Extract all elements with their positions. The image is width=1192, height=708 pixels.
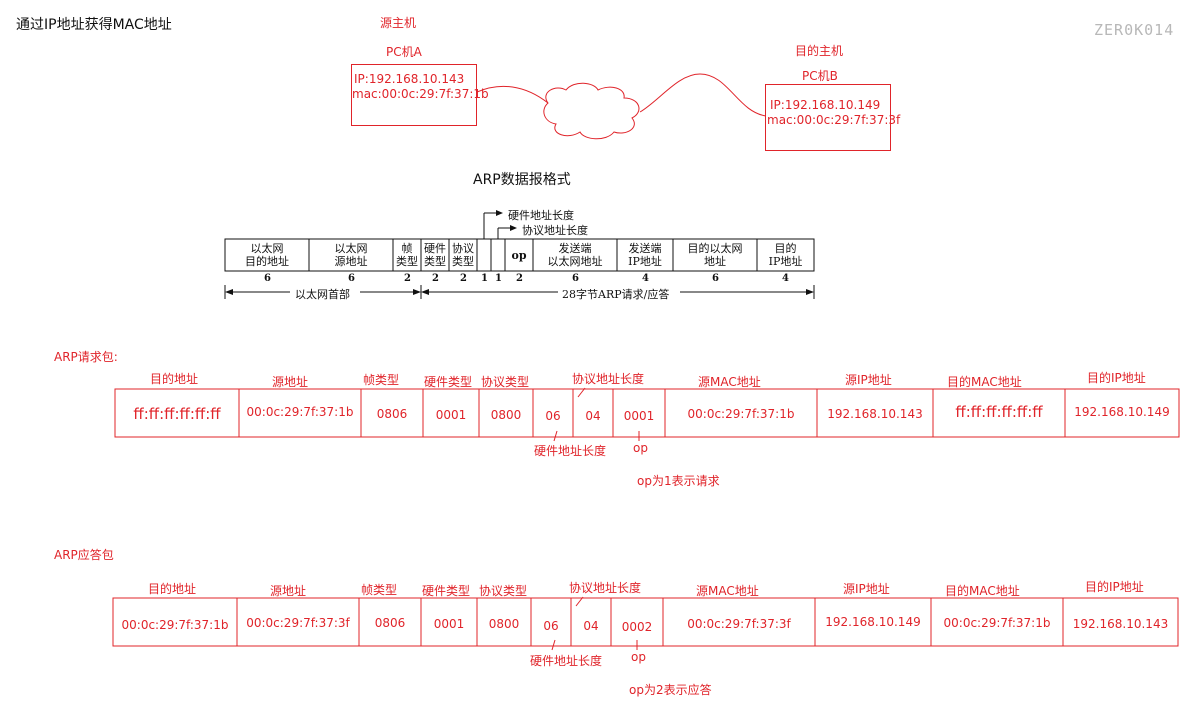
format-cell-eth-src: 以太网 源地址	[334, 242, 368, 268]
request-value-proto-len: 04	[585, 409, 601, 423]
source-host-name: PC机A	[386, 45, 422, 59]
reply-header-proto: 协议类型	[479, 584, 528, 598]
span-ethernet-header: 以太网首部	[295, 288, 350, 301]
reply-value-hw-len: 06	[543, 619, 559, 633]
reply-value-dst: 00:0c:29:7f:37:1b	[121, 618, 229, 632]
request-header-hw: 硬件类型	[424, 375, 473, 389]
request-value-op: 0001	[623, 409, 655, 423]
source-host-mac: mac:00:0c:29:7f:37:1b	[352, 87, 489, 101]
request-op-note: op为1表示请求	[637, 474, 720, 488]
request-header-proto-len: 协议地址长度	[572, 372, 645, 386]
reply-value-src-ip: 192.168.10.149	[825, 615, 921, 629]
format-cell-frame: 帧 类型	[396, 242, 418, 268]
source-host-ip: IP:192.168.10.143	[354, 72, 465, 86]
page-title: 通过IP地址获得MAC地址	[16, 17, 172, 33]
reply-value-hw: 0001	[433, 617, 465, 631]
reply-header-dst-mac: 目的MAC地址	[945, 584, 1020, 598]
request-value-hw: 0001	[435, 408, 467, 422]
reply-header-dst-ip: 目的IP地址	[1085, 580, 1144, 594]
request-header-src: 源地址	[272, 375, 309, 389]
format-cell-eth-dst: 以太网 目的地址	[245, 242, 289, 268]
request-header-proto: 协议类型	[481, 375, 530, 389]
format-cell-sender-mac: 发送端 以太网地址	[547, 242, 603, 268]
format-title: ARP数据报格式	[473, 172, 571, 188]
format-size: 1	[481, 273, 488, 284]
request-op-caption: op	[633, 441, 648, 455]
format-size: 2	[460, 273, 467, 284]
request-value-dst-ip: 192.168.10.149	[1074, 405, 1170, 419]
dest-host-box	[765, 84, 891, 151]
request-header-src-ip: 源IP地址	[845, 373, 892, 387]
format-cell-op: op	[511, 249, 527, 262]
format-size: 6	[348, 273, 355, 284]
reply-header-src-mac: 源MAC地址	[696, 584, 759, 598]
format-size: 4	[782, 273, 789, 284]
reply-hw-len-caption: 硬件地址长度	[530, 654, 603, 668]
reply-value-dst-mac: 00:0c:29:7f:37:1b	[943, 616, 1051, 630]
reply-value-proto-len: 04	[583, 619, 599, 633]
request-header-dst: 目的地址	[150, 372, 199, 386]
request-header-src-mac: 源MAC地址	[698, 375, 761, 389]
format-size: 2	[404, 273, 411, 284]
dest-host-mac: mac:00:0c:29:7f:37:3f	[767, 113, 901, 127]
request-value-src-mac: 00:0c:29:7f:37:1b	[687, 407, 795, 421]
request-value-dst-mac: ff:ff:ff:ff:ff:ff	[955, 403, 1043, 421]
reply-value-frame: 0806	[374, 616, 406, 630]
format-cell-target-ip: 目的 IP地址	[768, 242, 803, 268]
reply-op-note: op为2表示应答	[629, 683, 712, 697]
format-cell-sender-ip: 发送端 IP地址	[628, 242, 662, 268]
reply-header-hw: 硬件类型	[422, 584, 471, 598]
reply-header-proto-len: 协议地址长度	[569, 581, 642, 595]
reply-value-proto: 0800	[488, 617, 520, 631]
reply-value-src-mac: 00:0c:29:7f:37:3f	[687, 617, 791, 631]
span-arp-payload: 28字节ARP请求/应答	[562, 288, 670, 301]
format-size: 1	[495, 273, 502, 284]
source-host-box	[351, 64, 477, 126]
request-title: ARP请求包:	[54, 350, 118, 364]
format-size: 6	[712, 273, 719, 284]
format-size: 6	[572, 273, 579, 284]
request-value-src: 00:0c:29:7f:37:1b	[246, 405, 354, 419]
callout-proto-len: 协议地址长度	[522, 224, 588, 237]
dest-host-name: PC机B	[802, 69, 838, 83]
format-size: 6	[264, 273, 271, 284]
reply-header-src-ip: 源IP地址	[843, 582, 890, 596]
dest-host-label: 目的主机	[795, 44, 844, 58]
reply-value-dst-ip: 192.168.10.143	[1072, 617, 1169, 631]
reply-value-src: 00:0c:29:7f:37:3f	[246, 616, 350, 630]
reply-op-caption: op	[631, 650, 646, 664]
reply-header-frame: 帧类型	[361, 583, 398, 597]
request-value-proto: 0800	[490, 408, 522, 422]
reply-header-dst: 目的地址	[148, 582, 197, 596]
request-hw-len-caption: 硬件地址长度	[534, 444, 607, 458]
watermark: ZER0K014	[1094, 21, 1175, 39]
format-cell-target-mac: 目的以太网 地址	[687, 242, 743, 268]
format-cell-proto-type: 协议 类型	[452, 242, 474, 268]
reply-header-src: 源地址	[270, 584, 307, 598]
request-value-hw-len: 06	[545, 409, 561, 423]
request-value-frame: 0806	[376, 407, 408, 421]
request-header-dst-mac: 目的MAC地址	[947, 375, 1022, 389]
request-value-dst: ff:ff:ff:ff:ff:ff	[133, 405, 221, 423]
request-header-dst-ip: 目的IP地址	[1087, 371, 1146, 385]
format-size: 2	[516, 273, 523, 284]
format-size: 4	[642, 273, 649, 284]
dest-host-ip: IP:192.168.10.149	[770, 98, 881, 112]
format-cell-hw-type: 硬件 类型	[424, 242, 446, 268]
callout-hw-len: 硬件地址长度	[508, 209, 574, 222]
reply-value-op: 0002	[621, 620, 653, 634]
request-value-src-ip: 192.168.10.143	[827, 407, 923, 421]
format-size: 2	[432, 273, 439, 284]
reply-title: ARP应答包	[54, 548, 114, 562]
request-header-frame: 帧类型	[363, 373, 400, 387]
source-host-label: 源主机	[380, 16, 417, 30]
